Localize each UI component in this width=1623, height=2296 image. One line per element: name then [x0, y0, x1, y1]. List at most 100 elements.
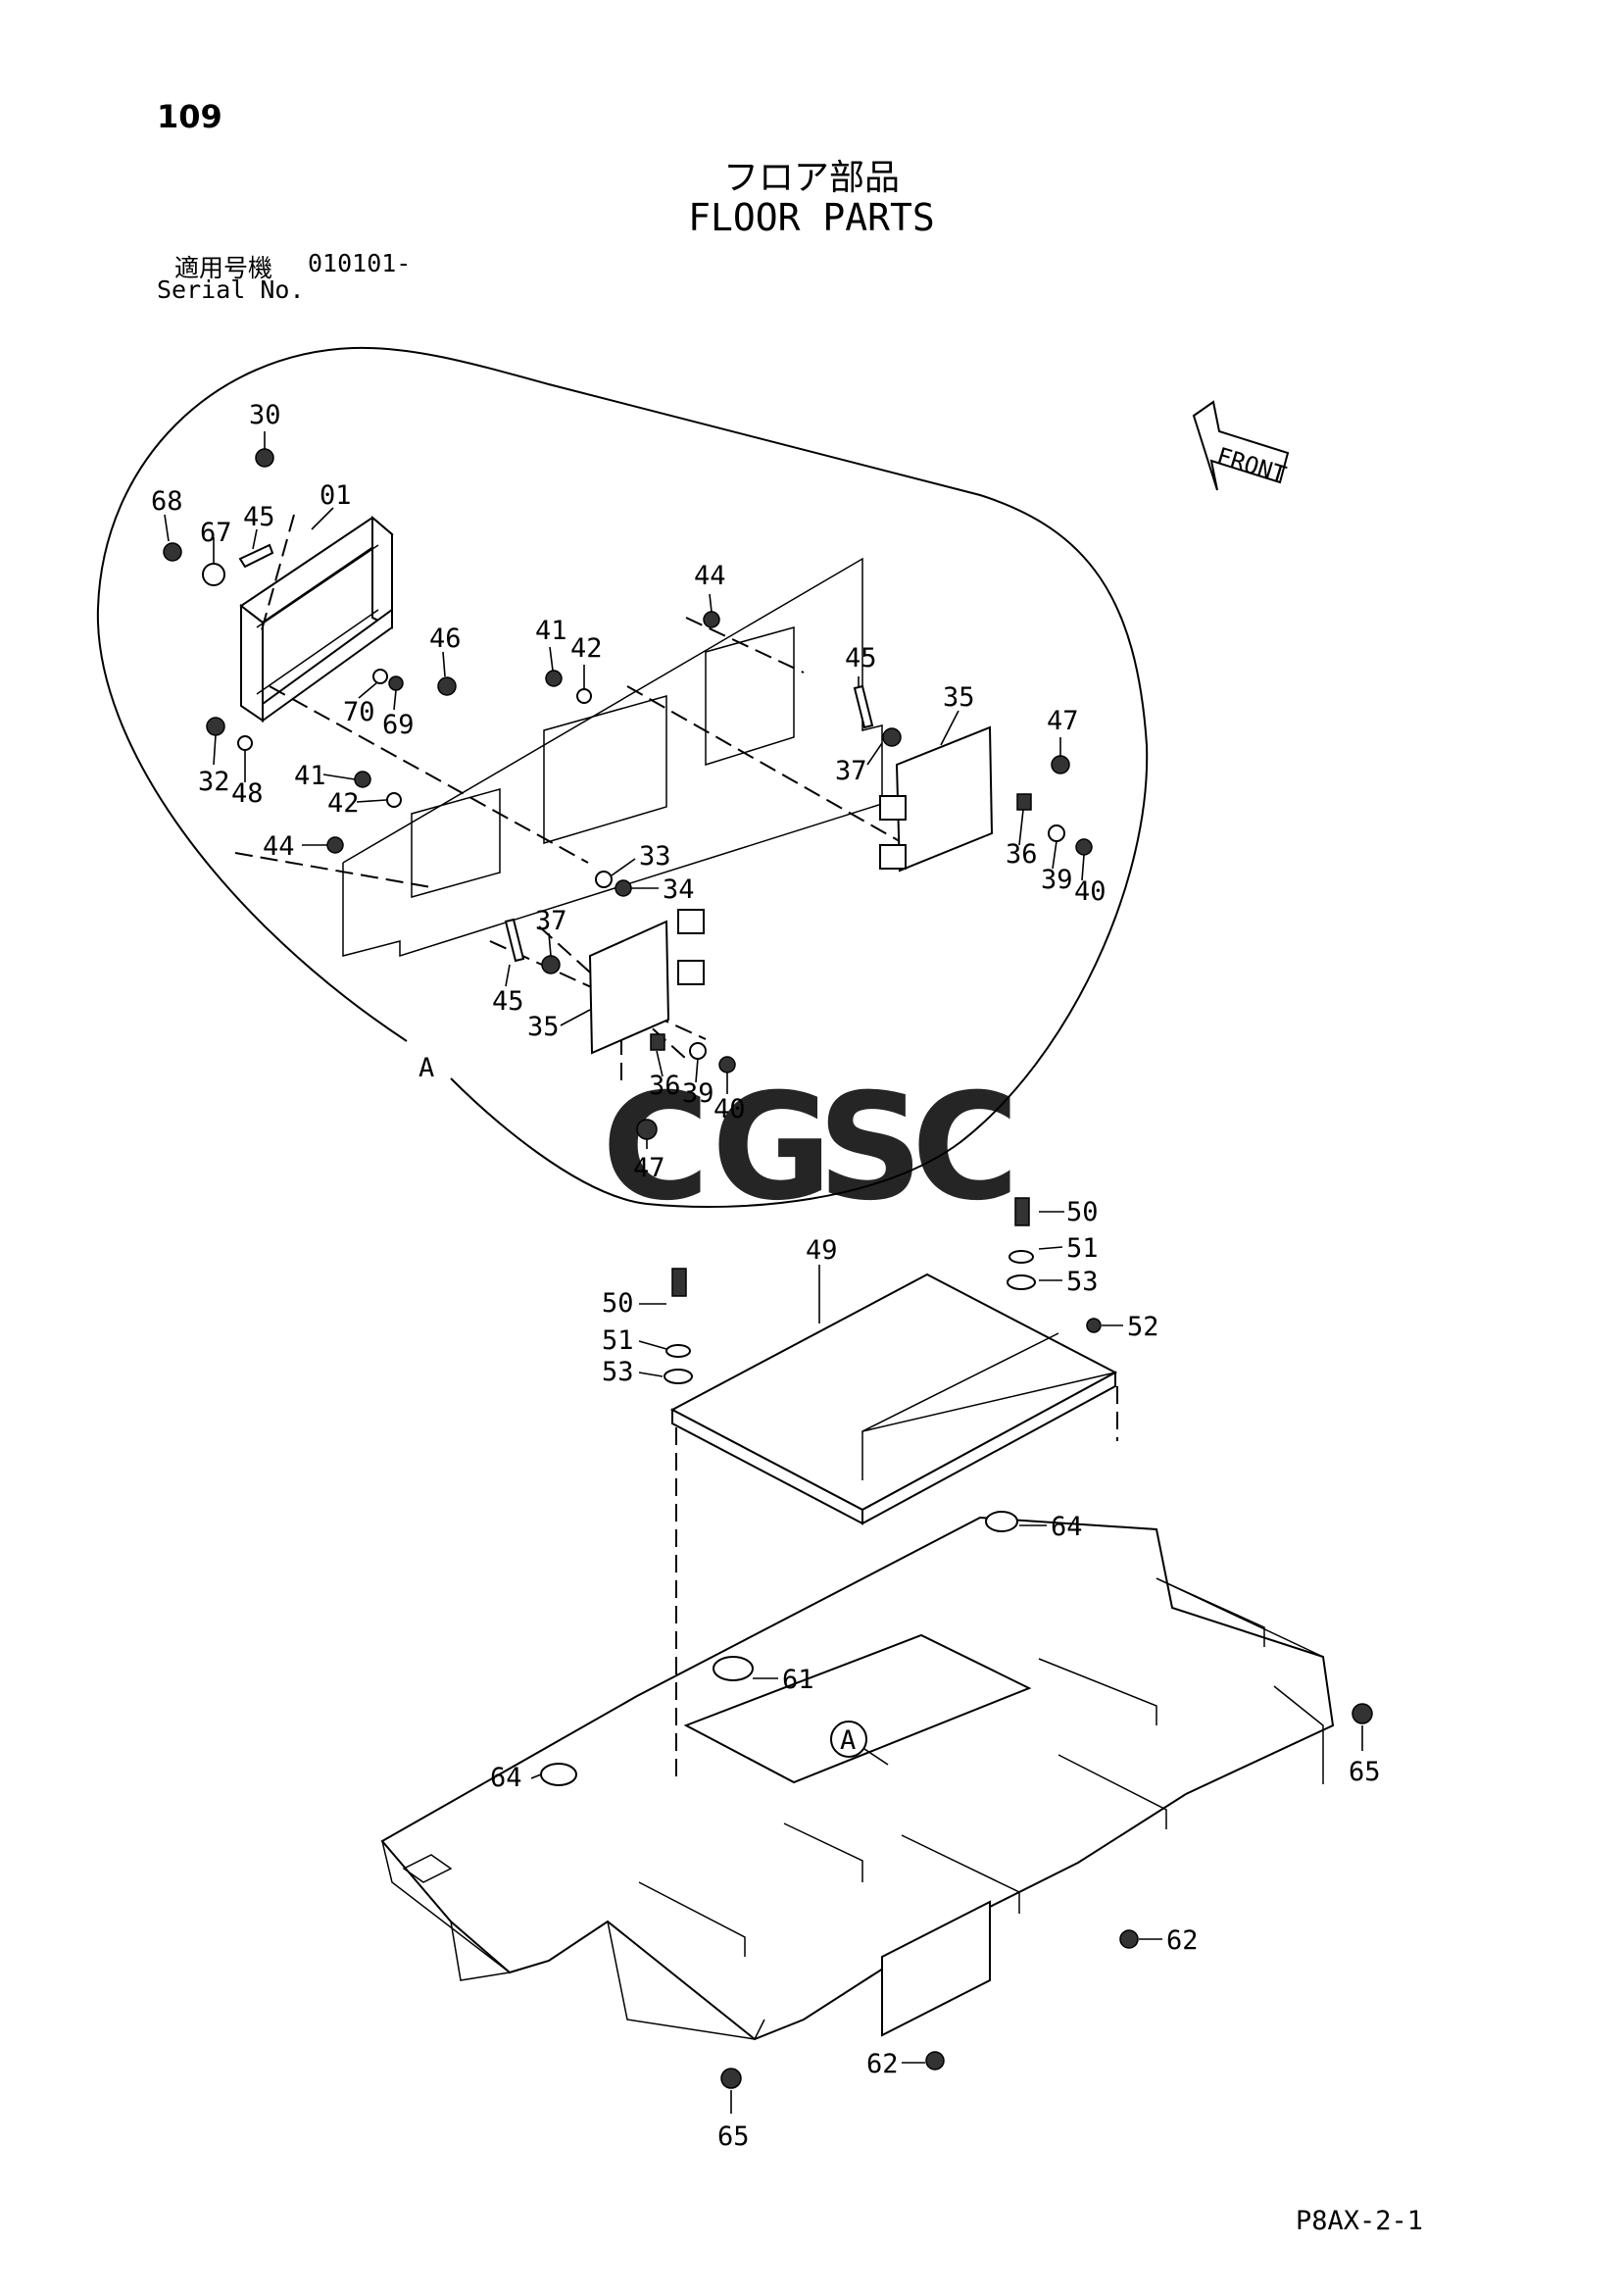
part-65-nut-left	[720, 2068, 742, 2089]
callout-52: 52	[1127, 1312, 1159, 1342]
part-70-washer	[372, 669, 388, 684]
part-69-nut	[388, 675, 404, 691]
callout-01: 01	[320, 480, 352, 511]
part-68-bolt	[163, 542, 182, 562]
part-67-collar	[202, 563, 225, 586]
part-47-bolt-lower	[636, 1119, 658, 1140]
part-42-washer-lower	[386, 792, 402, 808]
callout-41-upper: 41	[535, 616, 567, 646]
part-62-nut-bottom	[925, 2051, 945, 2071]
callout-36-upper: 36	[1006, 839, 1038, 870]
callout-35-lower: 35	[527, 1012, 560, 1042]
watermark-letter-s: S	[817, 1063, 923, 1233]
callout-32: 32	[198, 767, 230, 797]
callout-36-lower: 36	[649, 1071, 681, 1101]
callout-64-left: 64	[490, 1763, 522, 1793]
part-33-washer	[595, 871, 613, 888]
part-44-grommet-upper	[703, 611, 720, 628]
callout-68: 68	[151, 486, 183, 517]
part-40-nut-upper	[1075, 838, 1093, 856]
callout-64-rear: 64	[1051, 1512, 1083, 1542]
detail-a-outline	[96, 346, 1149, 1209]
part-61-mount	[713, 1656, 754, 1681]
part-37-stud-upper	[882, 727, 902, 747]
part-51-lockwasher-left	[665, 1344, 691, 1358]
callout-70: 70	[343, 697, 375, 727]
part-45-clamp	[238, 543, 274, 569]
floor-panel-frame	[342, 557, 883, 958]
callout-51-left: 51	[602, 1325, 634, 1356]
callout-48: 48	[231, 778, 264, 809]
part-45-clamp-upper	[853, 684, 874, 729]
callout-40-upper: 40	[1074, 876, 1107, 907]
callout-51-right: 51	[1066, 1233, 1099, 1264]
part-65-nut-right	[1352, 1703, 1373, 1724]
part-50-bolt-right	[1014, 1197, 1030, 1226]
serial-label-english: Serial No.	[157, 275, 305, 304]
part-64-mount-left	[540, 1763, 577, 1786]
callout-42-upper: 42	[570, 633, 603, 664]
callout-45-detail: 45	[243, 502, 275, 532]
callout-67: 67	[200, 518, 232, 548]
drawing-code: P8AX-2-1	[1296, 2206, 1424, 2236]
callout-46: 46	[429, 624, 462, 654]
callout-53-right: 53	[1066, 1267, 1099, 1297]
part-30-knob	[255, 448, 274, 468]
detail-leaders	[164, 431, 1085, 1149]
serial-label-japanese: 適用号機	[174, 254, 273, 282]
part-35-hinge-plate-lower	[588, 909, 705, 1055]
main-leaders	[530, 1211, 1363, 2114]
part-40-nut-lower	[718, 1056, 736, 1073]
part-49-floor-plate	[669, 1273, 1118, 1525]
part-36-clip-upper	[1016, 793, 1032, 811]
callout-62-bottom: 62	[866, 2049, 899, 2079]
part-01-mat-frame	[239, 515, 394, 723]
part-51-lockwasher-right	[1008, 1250, 1034, 1264]
floor-frame-base	[380, 1386, 1335, 2041]
part-41-bolt-upper	[545, 670, 563, 687]
part-52-screw	[1086, 1318, 1102, 1333]
detail-fasteners	[163, 448, 1093, 1140]
callout-35-upper: 35	[943, 682, 975, 713]
part-46-bolt	[437, 676, 457, 696]
part-37-stud-lower	[541, 955, 561, 974]
callout-62-right: 62	[1166, 1925, 1199, 1956]
callout-65-right: 65	[1349, 1757, 1381, 1787]
main-assembly-fasteners	[540, 1197, 1373, 2089]
callout-34: 34	[663, 874, 695, 905]
detail-a-marker: A	[830, 1721, 889, 1766]
callout-45-upper: 45	[845, 643, 877, 674]
part-44-grommet-lower	[326, 836, 344, 854]
callout-53-left: 53	[602, 1357, 634, 1387]
part-45-clamp-lower	[504, 918, 525, 963]
callout-44-upper: 44	[694, 561, 726, 591]
callout-61: 61	[782, 1665, 814, 1695]
callout-47-upper: 47	[1047, 706, 1079, 736]
part-41-bolt-lower	[354, 771, 371, 788]
callout-65-left: 65	[717, 2121, 750, 2152]
part-34-nut	[615, 879, 632, 897]
page-title-japanese: フロア部品	[722, 158, 900, 198]
callout-69: 69	[382, 710, 415, 740]
callout-47-lower: 47	[633, 1153, 665, 1183]
part-62-nut-right	[1119, 1929, 1139, 1949]
part-53-washer-left	[664, 1369, 693, 1384]
part-35-hinge-plate-upper	[879, 725, 994, 873]
page-number: 109	[157, 98, 222, 135]
part-64-mount-rear	[985, 1511, 1018, 1532]
serial-number-range: 010101-	[308, 249, 412, 277]
front-arrow: FRONT	[1192, 400, 1290, 491]
main-callouts: 50 51 53 49 52 50 51 53 64 61 64 65 62 6…	[490, 1197, 1381, 2152]
part-47-bolt-upper	[1051, 755, 1070, 774]
side-bracket	[881, 1900, 991, 2037]
part-39-washer-lower	[689, 1042, 707, 1060]
detail-label-a: A	[418, 1053, 434, 1083]
callout-50-right: 50	[1066, 1197, 1099, 1227]
part-42-washer-upper	[576, 688, 592, 704]
part-53-washer-right	[1007, 1274, 1036, 1290]
callout-45-lower: 45	[492, 986, 524, 1017]
callout-40-lower: 40	[713, 1094, 746, 1124]
watermark-letter-c2: C	[911, 1063, 1019, 1233]
